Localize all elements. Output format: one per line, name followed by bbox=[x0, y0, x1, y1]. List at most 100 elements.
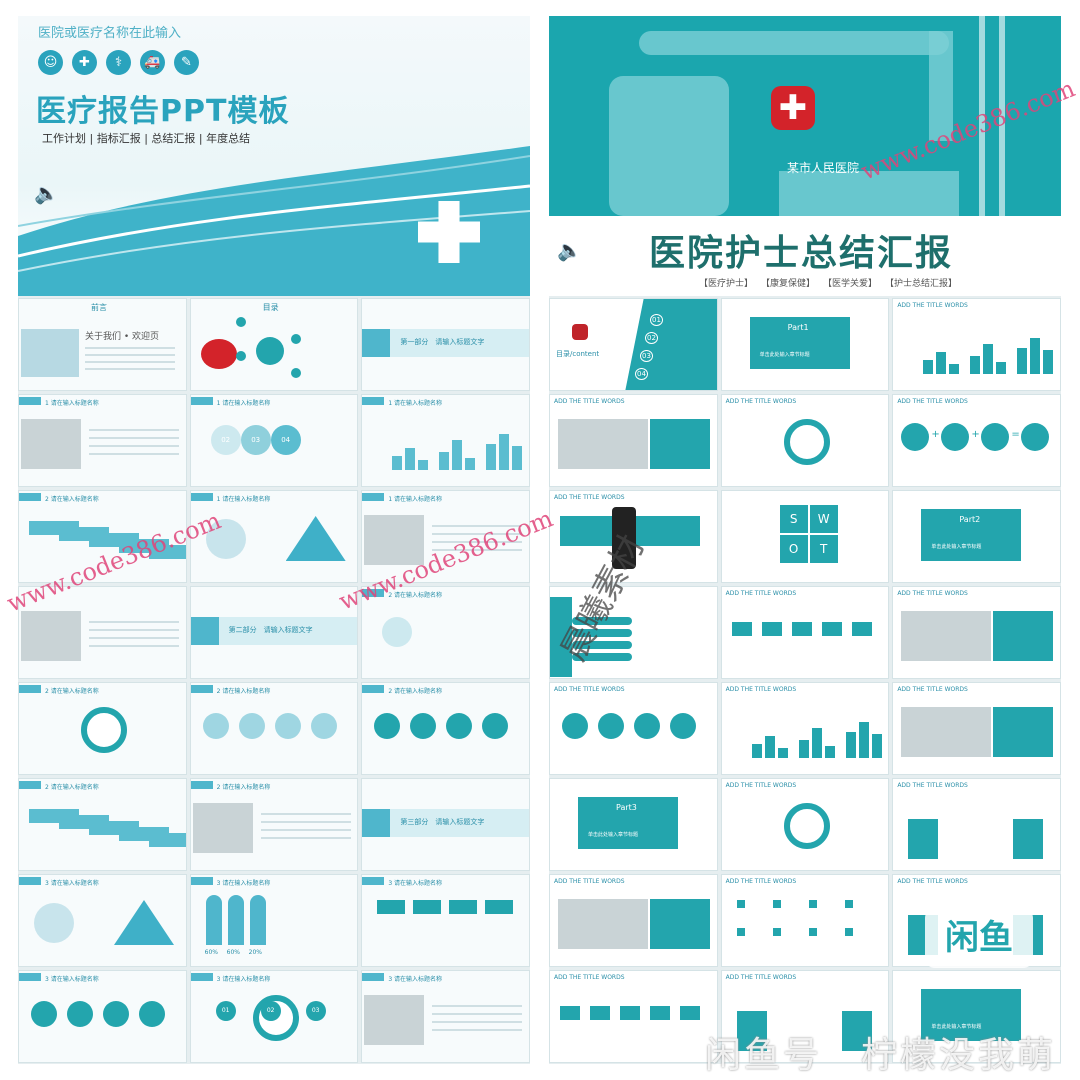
bar-mark bbox=[486, 444, 497, 470]
doctors-photo bbox=[21, 329, 79, 377]
slide-thumbnail[interactable]: 2 请在输入标题名称 bbox=[361, 586, 530, 679]
slide-thumbnail[interactable] bbox=[549, 586, 718, 679]
slide-title: 1 请在输入标题名称 bbox=[216, 496, 271, 503]
arc-item bbox=[139, 1001, 165, 1027]
slide-thumbnail[interactable]: 单击此处输入章节标题 bbox=[892, 970, 1061, 1063]
slide-title: 3 请在输入标题名称 bbox=[388, 880, 443, 887]
slide-thumbnail[interactable]: 3 请在输入标题名称 bbox=[361, 874, 530, 967]
bar-mark bbox=[858, 722, 869, 758]
slide-thumbnail[interactable]: ADD THE TITLE WORDS bbox=[892, 298, 1061, 391]
title-bar bbox=[362, 397, 385, 405]
hospital-name-placeholder: 医院或医疗名称在此输入 bbox=[38, 26, 182, 41]
stethoscope-icon: ⚕ bbox=[106, 50, 131, 75]
title-bar bbox=[19, 397, 41, 405]
slide-thumbnail[interactable]: ADD THE TITLE WORDS bbox=[892, 778, 1061, 871]
text-panel bbox=[650, 419, 710, 469]
heart-icon bbox=[200, 339, 237, 369]
slide-thumbnail[interactable]: ADD THE TITLE WORDS++= bbox=[892, 394, 1061, 487]
step-block bbox=[731, 622, 752, 636]
slide-thumbnail[interactable]: 2 请在输入标题名称 bbox=[18, 490, 187, 583]
section-bar bbox=[362, 329, 391, 357]
slide-thumbnail[interactable]: 2 请在输入标题名称 bbox=[189, 778, 359, 871]
slide-title: ADD THE TITLE WORDS bbox=[554, 686, 625, 693]
left-cover-slide[interactable]: 医院或医疗名称在此输入 ☺✚⚕🚑✎ 医疗报告PPT模板 工作计划 | 指标汇报 … bbox=[18, 16, 530, 296]
slide-thumbnail[interactable]: 3 请在输入标题名称 bbox=[18, 874, 187, 967]
text-line bbox=[432, 1021, 523, 1023]
slide-thumbnail[interactable]: ADD THE TITLE WORDS bbox=[720, 394, 890, 487]
speaker-icon[interactable]: 🔈 bbox=[34, 181, 59, 205]
hospital-logo bbox=[572, 324, 588, 340]
text-line bbox=[432, 1029, 523, 1031]
slide-thumbnail[interactable]: ADD THE TITLE WORDS bbox=[549, 394, 718, 487]
part-label: Part3 bbox=[616, 803, 637, 812]
slide-thumbnail[interactable]: 1 请在输入标题名称 bbox=[361, 490, 530, 583]
text-line bbox=[260, 813, 351, 815]
part-block bbox=[921, 509, 1022, 561]
slide-thumbnail[interactable]: ADD THE TITLE WORDS bbox=[720, 970, 890, 1063]
slide-thumbnail[interactable]: ADD THE TITLE WORDS bbox=[549, 970, 718, 1063]
slide-thumbnail[interactable] bbox=[18, 586, 187, 679]
arc-item bbox=[103, 1001, 129, 1027]
slide-thumbnail[interactable]: ADD THE TITLE WORDS bbox=[549, 490, 718, 583]
text-line bbox=[432, 1005, 523, 1007]
box-item bbox=[449, 900, 478, 914]
slide-thumbnail[interactable]: 1 请在输入标题名称 bbox=[361, 394, 530, 487]
speaker-icon[interactable]: 🔈 bbox=[557, 238, 582, 262]
slide-thumbnail[interactable]: 2 请在输入标题名称 bbox=[18, 682, 187, 775]
slide-title: ADD THE TITLE WORDS bbox=[554, 494, 625, 501]
photo bbox=[558, 899, 648, 949]
slide-thumbnail[interactable]: 2 请在输入标题名称 bbox=[361, 682, 530, 775]
slide-thumbnail[interactable]: 前言关于我们 • 欢迎页 bbox=[18, 298, 187, 391]
bar-mark bbox=[923, 360, 934, 374]
slide-title: ADD THE TITLE WORDS bbox=[897, 302, 968, 309]
slide-thumbnail[interactable]: 1 请在输入标题名称 bbox=[18, 394, 187, 487]
slide-thumbnail[interactable]: 2 请在输入标题名称 bbox=[189, 682, 359, 775]
box-item bbox=[772, 900, 781, 908]
slide-thumbnail[interactable]: 2 请在输入标题名称 bbox=[18, 778, 187, 871]
slide-thumbnail[interactable]: ADD THE TITLE WORDS bbox=[720, 874, 890, 967]
right-cover-slide[interactable]: ✚ 某市人民医院 🔈 医院护士总结汇报 【医疗护士】 【康复保健】 【医学关爱】… bbox=[549, 16, 1061, 296]
step-block bbox=[149, 545, 186, 559]
step-block bbox=[620, 1006, 640, 1020]
arc-item bbox=[202, 713, 229, 739]
section-bar bbox=[190, 617, 219, 645]
box-item bbox=[772, 928, 781, 936]
box-item bbox=[736, 900, 745, 908]
cover-tags: 【医疗护士】 【康复保健】 【医学关爱】 【护士总结汇报】 bbox=[699, 276, 957, 289]
cover-title: 医院护士总结汇报 bbox=[649, 233, 954, 274]
doctor-icon: ☺ bbox=[38, 50, 63, 75]
slide-thumbnail[interactable]: 第二部分 请输入标题文字 bbox=[189, 586, 359, 679]
slide-thumbnail[interactable]: 3 请在输入标题名称 bbox=[18, 970, 187, 1063]
slide-thumbnail[interactable]: ADD THE TITLE WORDS bbox=[892, 682, 1061, 775]
box-item bbox=[485, 900, 514, 914]
slide-thumbnail[interactable]: ADD THE TITLE WORDS bbox=[720, 586, 890, 679]
slide-thumbnail[interactable]: ADD THE TITLE WORDS bbox=[892, 586, 1061, 679]
bar-mark bbox=[1043, 350, 1054, 374]
slide-thumbnail[interactable]: 目录 bbox=[189, 298, 359, 391]
toc-number: 01 bbox=[650, 314, 663, 326]
slide-thumbnail[interactable]: ADD THE TITLE WORDS bbox=[549, 874, 718, 967]
equation-circle bbox=[981, 423, 1010, 451]
slide-thumbnail[interactable]: 1 请在输入标题名称 bbox=[189, 490, 359, 583]
section-band bbox=[390, 329, 530, 357]
slide-thumbnail[interactable]: 第三部分 请输入标题文字 bbox=[361, 778, 530, 871]
slide-title: ADD THE TITLE WORDS bbox=[554, 974, 625, 981]
step-block bbox=[149, 833, 186, 847]
slide-thumbnail[interactable]: 3 请在输入标题名称 bbox=[361, 970, 530, 1063]
swot-letter: T bbox=[809, 535, 838, 563]
slide-thumbnail[interactable]: ADD THE TITLE WORDS bbox=[720, 778, 890, 871]
slide-thumbnail[interactable]: ADD THE TITLE WORDS bbox=[549, 682, 718, 775]
slide-thumbnail[interactable]: 第一部分 请输入标题文字 bbox=[361, 298, 530, 391]
bar-mark bbox=[1030, 338, 1041, 374]
slide-title: 3 请在输入标题名称 bbox=[45, 976, 99, 983]
slide-thumbnail[interactable]: ADD THE TITLE WORDS bbox=[720, 682, 890, 775]
bar-mark bbox=[452, 440, 463, 470]
